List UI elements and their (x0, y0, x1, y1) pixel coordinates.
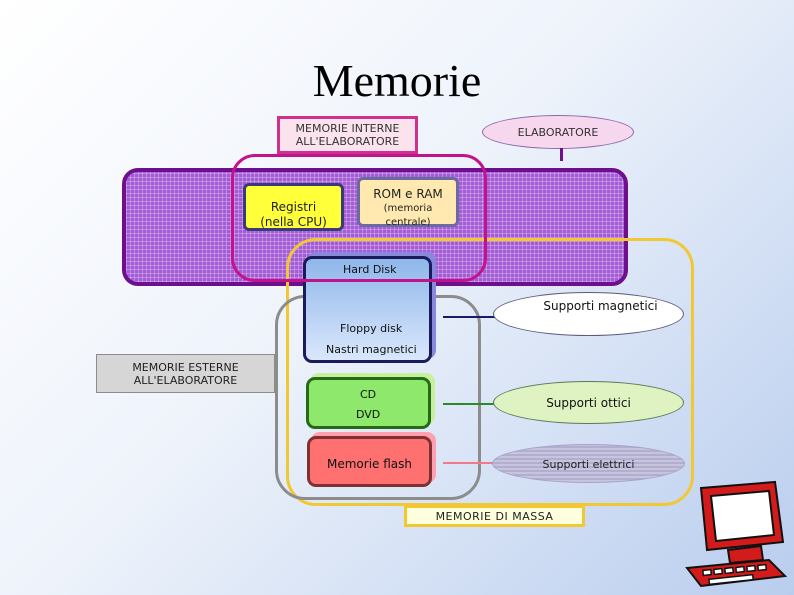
registri-line1: Registri (270, 200, 317, 214)
memorie-di-massa-label: MEMORIE DI MASSA (404, 505, 585, 527)
memorie-esterne-line1: MEMORIE ESTERNE (132, 361, 239, 374)
elaboratore-label: ELABORATORE (482, 115, 634, 149)
supporti-magnetici-label: Supporti magnetici (543, 299, 658, 313)
magnetic-storage-box (303, 256, 432, 363)
memorie-flash-label: Memorie flash (327, 457, 413, 471)
supporti-elettrici-ellipse: Supporti elettrici (492, 444, 685, 483)
rom-ram-box: ROM e RAM (memoria centrale) (357, 177, 459, 228)
supporti-magnetici-ellipse: Supporti magnetici (493, 292, 684, 336)
supporti-elettrici-label: Supporti elettrici (542, 458, 635, 471)
floppy-disk-label: Floppy disk (340, 322, 403, 335)
hard-disk-label: Hard Disk (343, 263, 397, 276)
registri-box: Registri (nella CPU) (243, 183, 344, 231)
mass-storage-outline (286, 238, 694, 506)
memorie-esterne-label: MEMORIE ESTERNE ALL'ELABORATORE (96, 354, 275, 393)
supporti-ottici-ellipse: Supporti ottici (493, 381, 684, 424)
flash-connector (443, 462, 495, 464)
memorie-esterne-line2: ALL'ELABORATORE (133, 374, 238, 387)
rom-ram-title: ROM e RAM (373, 187, 443, 201)
internal-memory-outline (231, 154, 487, 282)
rom-ram-sub-line2: centrale) (385, 217, 431, 228)
flash-storage-box (307, 436, 432, 487)
memorie-interne-line2: ALL'ELABORATORE (295, 135, 400, 148)
elaboratore-connector (560, 148, 563, 161)
nastri-magnetici-label: Nastri magnetici (326, 343, 417, 356)
rom-ram-sub-line1: (memoria (383, 203, 433, 214)
supporti-ottici-label: Supporti ottici (546, 396, 631, 410)
magnetic-connector (443, 316, 495, 318)
memorie-interne-line1: MEMORIE INTERNE (295, 122, 400, 135)
computer-icon (685, 480, 788, 588)
dvd-label: DVD (356, 408, 381, 421)
registri-line2: (nella CPU) (260, 215, 327, 229)
optical-connector (443, 403, 495, 405)
optical-storage-box (306, 377, 431, 429)
page-title: Memorie (312, 55, 482, 106)
cd-label: CD (360, 388, 377, 401)
memorie-interne-label: MEMORIE INTERNE ALL'ELABORATORE (277, 116, 418, 154)
